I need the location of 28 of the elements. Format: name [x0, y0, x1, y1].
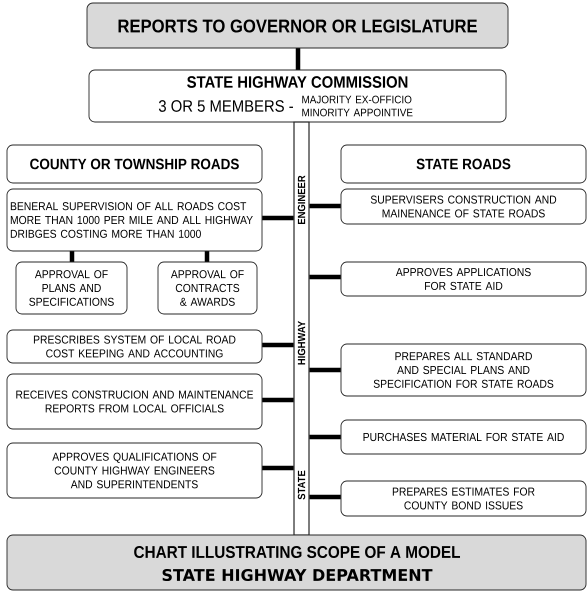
duty-box: PREPARES ALL STANDARD AND SPECIAL PLANS AND SPECIFICATION FOR STATE ROADS	[340, 344, 586, 396]
connector-line	[262, 466, 294, 470]
duty-box: APPROVES APPLICATIONS FOR STATE AID	[340, 262, 586, 296]
connector-line	[310, 274, 341, 280]
heading-box: COUNTY OR TOWNSHIP ROADS	[6, 144, 262, 184]
connector-line	[310, 368, 341, 372]
connector-line	[70, 251, 74, 262]
duty-box: APPROVES QUALIFICATIONS OF COUNTY HIGHWAY ENGINEERS AND SUPERINTENDENTS	[6, 442, 262, 498]
connector-line	[310, 494, 341, 500]
duty-box: APPROVAL OF PLANS AND SPECIFICATIONS	[16, 262, 128, 314]
engineer-bar: ENGINEER HIGHWAY STATE	[293, 121, 310, 536]
duty-box: APPROVAL OF CONTRACTS & AWARDS	[158, 262, 258, 314]
duty-box: BENERAL SUPERVISION OF ALL ROADS COST MORE THAN 1000 PER MILE AND ALL HIGHWAY DRIBGES COSTING MORE THAN 1000	[6, 188, 262, 252]
connector-line	[296, 48, 300, 70]
duty-box: PREPARES ESTIMATES FOR COUNTY BOND ISSUES	[340, 480, 586, 516]
connector-line	[204, 251, 210, 262]
duty-box: PRESCRIBES SYSTEM OF LOCAL ROAD COST KEEPING AND ACCOUNTING	[6, 330, 262, 364]
caption-box: CHART ILLUSTRATING SCOPE OF A MODEL STATE HIGHWAY DEPARTMENT	[6, 534, 586, 590]
duty-box: PURCHASES MATERIAL FOR STATE AID	[340, 420, 586, 454]
duty-box: SUPERVISERS CONSTRUCTION AND MAINENANCE OF STATE ROADS	[340, 188, 586, 224]
connector-line	[262, 342, 294, 348]
heading-box: STATE ROADS	[340, 144, 586, 184]
connector-line	[262, 398, 294, 402]
duty-box: RECEIVES CONSTRUCION AND MAINTENANCE REPORTS FROM LOCAL OFFICIALS	[6, 374, 262, 430]
connector-line	[310, 204, 341, 208]
report-box: REPORTS TO GOVERNOR OR LEGISLATURE	[86, 2, 508, 48]
connector-line	[262, 216, 294, 220]
connector-line	[310, 434, 341, 440]
